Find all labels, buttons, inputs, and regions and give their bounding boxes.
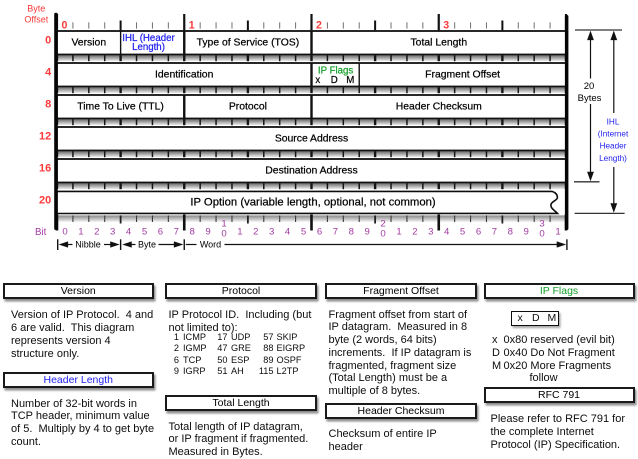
svg-text:Protocol: Protocol (229, 102, 267, 113)
svg-text:7: 7 (333, 226, 338, 237)
svg-text:16: 16 (39, 163, 51, 175)
svg-text:1: 1 (78, 226, 83, 237)
svg-text:3: 3 (539, 219, 544, 230)
svg-text:6: 6 (158, 226, 163, 237)
svg-text:3: 3 (443, 19, 449, 31)
svg-text:Fragment Offset: Fragment Offset (425, 70, 500, 81)
svg-text:Time To Live (TTL): Time To Live (TTL) (77, 102, 164, 113)
svg-text:IP Flags: IP Flags (318, 66, 354, 77)
svg-text:1: 1 (237, 226, 242, 237)
svg-text:1: 1 (396, 226, 401, 237)
svg-text:9: 9 (365, 226, 370, 237)
svg-text:9: 9 (205, 226, 210, 237)
svg-text:Length): Length) (132, 42, 165, 53)
svg-text:8: 8 (45, 99, 51, 111)
svg-text:20: 20 (584, 81, 595, 92)
svg-text:2: 2 (412, 226, 417, 237)
svg-text:7: 7 (174, 226, 179, 237)
svg-text:Type of Service (TOS): Type of Service (TOS) (197, 38, 300, 49)
svg-text:Bit: Bit (35, 227, 47, 238)
svg-text:4: 4 (444, 226, 450, 237)
svg-text:3: 3 (428, 226, 433, 237)
svg-text:(Internet: (Internet (598, 130, 629, 139)
svg-text:4: 4 (285, 226, 291, 237)
svg-text:8: 8 (190, 226, 195, 237)
svg-text:2: 2 (94, 226, 99, 237)
svg-text:M: M (346, 75, 354, 86)
svg-text:Word: Word (200, 240, 221, 250)
svg-text:0: 0 (62, 226, 67, 237)
svg-text:12: 12 (39, 131, 51, 143)
svg-text:0: 0 (221, 228, 226, 239)
svg-text:Byte: Byte (138, 240, 156, 250)
svg-text:Header: Header (600, 142, 627, 151)
svg-text:Byte: Byte (27, 4, 45, 14)
svg-text:6: 6 (317, 226, 322, 237)
svg-text:8: 8 (349, 226, 354, 237)
svg-text:8: 8 (508, 226, 513, 237)
svg-text:1: 1 (189, 19, 195, 31)
svg-text:4: 4 (45, 67, 52, 79)
svg-text:2: 2 (380, 219, 385, 230)
svg-text:6: 6 (476, 226, 481, 237)
svg-text:5: 5 (460, 226, 465, 237)
svg-text:Offset: Offset (24, 15, 48, 25)
svg-text:Bytes: Bytes (578, 93, 602, 104)
svg-text:0: 0 (62, 19, 68, 31)
svg-text:Version: Version (71, 38, 106, 49)
svg-text:5: 5 (301, 226, 306, 237)
svg-text:Source Address: Source Address (275, 134, 348, 145)
svg-text:20: 20 (39, 195, 51, 207)
svg-text:IP Option (variable length, op: IP Option (variable length, optional, no… (190, 197, 436, 209)
svg-text:0: 0 (45, 35, 51, 47)
svg-text:5: 5 (142, 226, 147, 237)
svg-text:1: 1 (221, 219, 226, 230)
svg-text:Identification: Identification (155, 70, 214, 81)
svg-text:IHL (Header: IHL (Header (122, 33, 175, 44)
svg-text:3: 3 (110, 226, 115, 237)
svg-text:7: 7 (492, 226, 497, 237)
svg-text:Header Checksum: Header Checksum (396, 102, 482, 113)
svg-text:2: 2 (253, 226, 258, 237)
svg-text:Nibble: Nibble (75, 240, 101, 250)
svg-text:0: 0 (539, 228, 544, 239)
svg-text:Destination Address: Destination Address (265, 166, 357, 177)
svg-text:9: 9 (524, 226, 529, 237)
svg-text:4: 4 (126, 226, 132, 237)
svg-text:1: 1 (555, 226, 560, 237)
svg-text:D: D (331, 75, 338, 86)
svg-text:x: x (315, 75, 320, 86)
svg-text:3: 3 (269, 226, 274, 237)
svg-text:2: 2 (316, 19, 322, 31)
svg-text:Length): Length) (599, 154, 627, 163)
svg-text:0: 0 (380, 228, 385, 239)
svg-text:IHL: IHL (607, 117, 620, 126)
svg-text:Total Length: Total Length (410, 38, 467, 49)
